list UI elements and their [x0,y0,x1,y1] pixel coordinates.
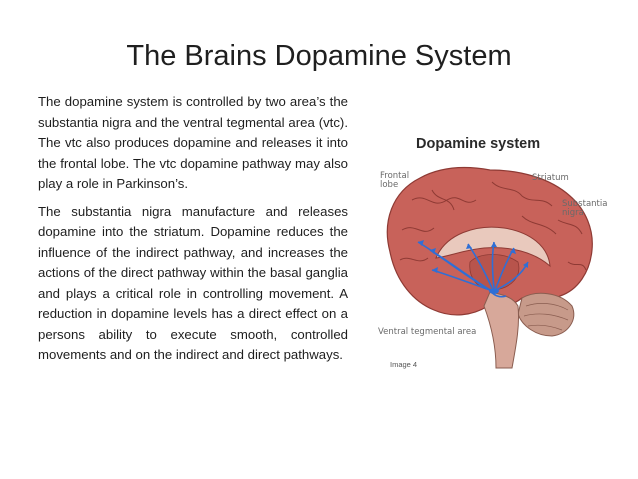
paragraph-2: The substantia nigra manufacture and rel… [38,203,348,363]
figure-title: Dopamine system [416,136,541,152]
dopamine-figure: Dopamine system [372,130,612,380]
label-frontal-lobe: Frontal [380,171,410,181]
label-substantia-nigra-2: nigra [562,208,584,218]
cerebellum-folia [523,303,569,331]
vta-marker [489,288,499,294]
paragraph-1: The dopamine system is controlled by two… [38,94,348,191]
cerebellum [517,292,575,337]
body-text: The dopamine system is controlled by two… [38,92,348,373]
pathway-arrowheads [418,240,528,273]
label-substantia-nigra: Substantia [562,199,608,209]
label-ventral-tegmental-area: Ventral tegmental area [378,327,477,337]
image-credit: Image 4 [390,360,418,369]
brain-stem [483,291,519,369]
slide-title: The Brains Dopamine System [126,40,512,72]
label-frontal-lobe-2: lobe [380,180,399,190]
brain-illustration [386,167,593,369]
gyri-lines [399,181,587,271]
label-striatum: Striatum [532,173,569,183]
